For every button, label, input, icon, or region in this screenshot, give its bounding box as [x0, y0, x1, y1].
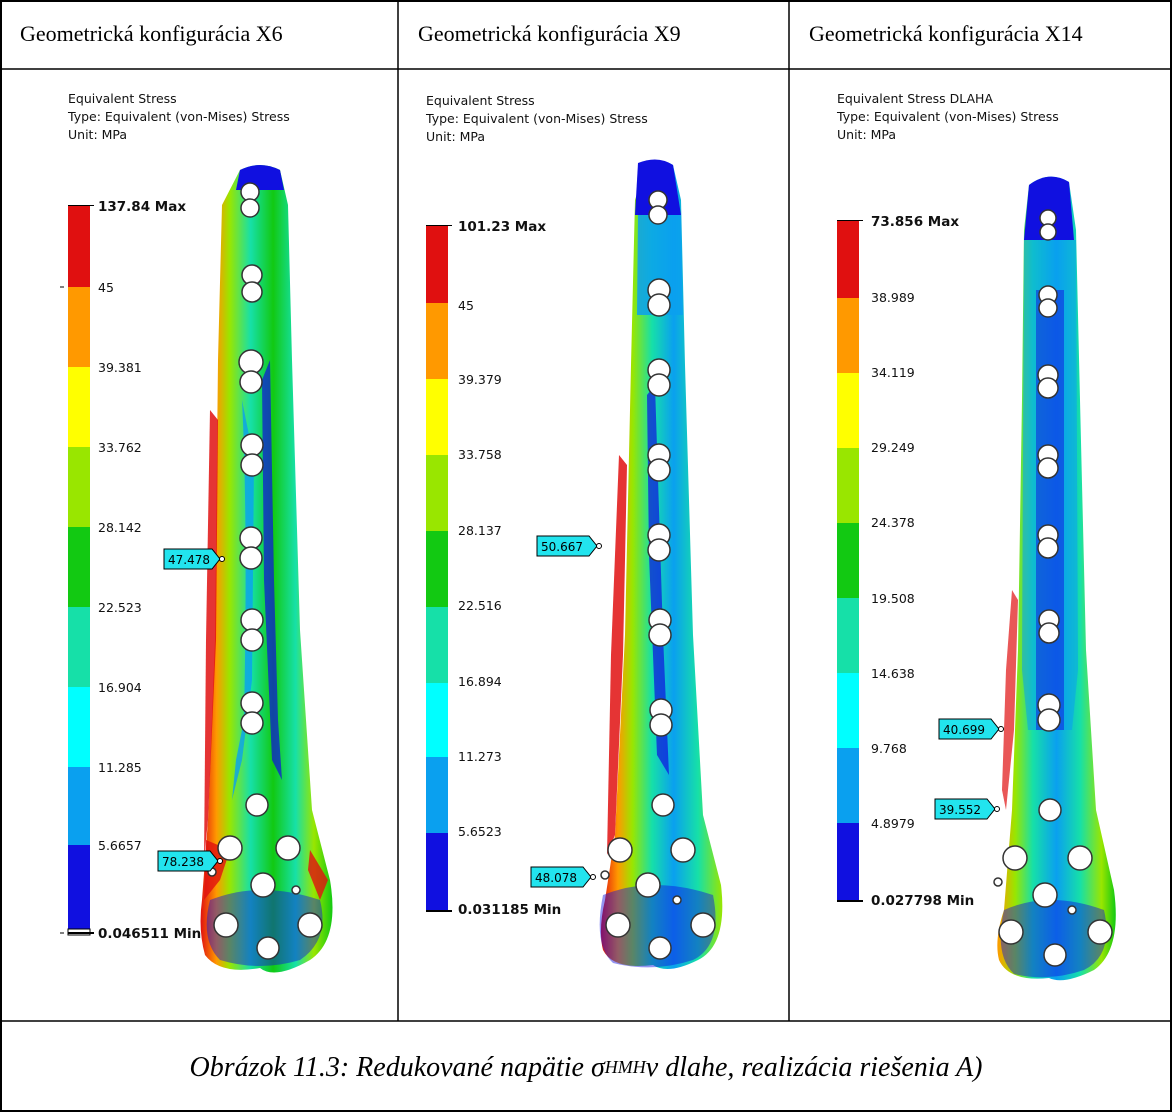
probe-value: 50.667 [541, 540, 583, 554]
header-x14: Geometrická konfigurácia X14 [809, 21, 1083, 46]
scale-level-label: 34.119 [871, 365, 915, 380]
probe-callout: 48.078 [530, 866, 596, 888]
probe-value: 39.552 [939, 803, 981, 817]
stress-color-scale [60, 205, 94, 936]
scale-level-label: 45 [458, 298, 474, 313]
header-x9: Geometrická konfigurácia X9 [418, 21, 681, 46]
panel-x6: Equivalent Stress Type: Equivalent (von-… [0, 70, 398, 1020]
probe-value: 47.478 [168, 553, 210, 567]
probe-callout: 78.238 [157, 850, 223, 872]
legend-type: Type: Equivalent (von-Mises) Stress [68, 109, 290, 124]
bone-plate-render [599, 159, 723, 969]
scale-level-label: 19.508 [871, 591, 915, 606]
scale-level-label: 33.762 [98, 440, 142, 455]
scale-level-label: 9.768 [871, 741, 907, 756]
scale-level-label: 39.379 [458, 372, 502, 387]
scale-level-label: 16.894 [458, 674, 502, 689]
scale-level-label: 11.285 [98, 760, 142, 775]
legend-unit: Unit: MPa [426, 129, 486, 144]
panel-x14: Equivalent Stress DLAHA Type: Equivalent… [789, 70, 1172, 1020]
probe-callout: 39.552 [934, 798, 1000, 820]
legend-header: Equivalent Stress DLAHA Type: Equivalent… [837, 90, 1059, 144]
scale-level-label: 29.249 [871, 440, 915, 455]
probe-value: 78.238 [162, 855, 204, 869]
probe-value: 40.699 [943, 723, 985, 737]
caption-prefix: Obrázok 11.3: Redukované napätie σ [189, 1051, 605, 1083]
scale-max-label: 137.84 Max [98, 199, 187, 215]
bone-plate-render [200, 165, 333, 973]
legend-header: Equivalent Stress Type: Equivalent (von-… [426, 92, 648, 146]
legend-type: Type: Equivalent (von-Mises) Stress [837, 109, 1059, 124]
scale-level-label: 33.758 [458, 447, 502, 462]
probe-value: 48.078 [535, 871, 577, 885]
legend-title: Equivalent Stress [426, 93, 535, 108]
scale-level-label: 5.6657 [98, 838, 142, 853]
scale-level-label: 14.638 [871, 666, 915, 681]
header-x6: Geometrická konfigurácia X6 [20, 21, 283, 46]
legend-type: Type: Equivalent (von-Mises) Stress [426, 111, 648, 126]
scale-max-label: 101.23 Max [458, 219, 547, 235]
scale-level-label: 28.137 [458, 523, 502, 538]
scale-level-label: 16.904 [98, 680, 142, 695]
scale-level-label: 22.516 [458, 598, 502, 613]
legend-unit: Unit: MPa [68, 127, 128, 142]
scale-min-label: 0.027798 Min [871, 893, 975, 909]
probe-callout: 47.478 [163, 548, 225, 570]
legend-title: Equivalent Stress [68, 91, 177, 106]
legend-unit: Unit: MPa [837, 127, 897, 142]
scale-max-label: 73.856 Max [871, 214, 960, 230]
scale-level-label: 45 [98, 280, 114, 295]
scale-min-label: 0.031185 Min [458, 902, 562, 918]
panel-x9: Equivalent Stress Type: Equivalent (von-… [398, 70, 789, 1020]
scale-level-label: 28.142 [98, 520, 142, 535]
scale-level-label: 11.273 [458, 749, 502, 764]
legend-header: Equivalent Stress Type: Equivalent (von-… [68, 90, 290, 144]
probe-callout: 50.667 [536, 535, 602, 557]
scale-level-label: 22.523 [98, 600, 142, 615]
scale-level-label: 24.378 [871, 515, 915, 530]
probe-callout: 40.699 [938, 718, 1004, 740]
legend-title: Equivalent Stress DLAHA [837, 91, 994, 106]
scale-level-label: 39.381 [98, 360, 142, 375]
caption-subscript: HMH [604, 1057, 646, 1077]
stress-color-scale [837, 220, 863, 902]
caption-suffix: v dlahe, realizácia riešenia A) [645, 1051, 983, 1083]
bone-plate-render [993, 176, 1116, 981]
scale-level-label: 5.6523 [458, 824, 502, 839]
scale-min-label: 0.046511 Min [98, 926, 202, 942]
scale-level-label: 4.8979 [871, 816, 915, 831]
scale-level-label: 38.989 [871, 290, 915, 305]
stress-color-scale [426, 225, 452, 912]
